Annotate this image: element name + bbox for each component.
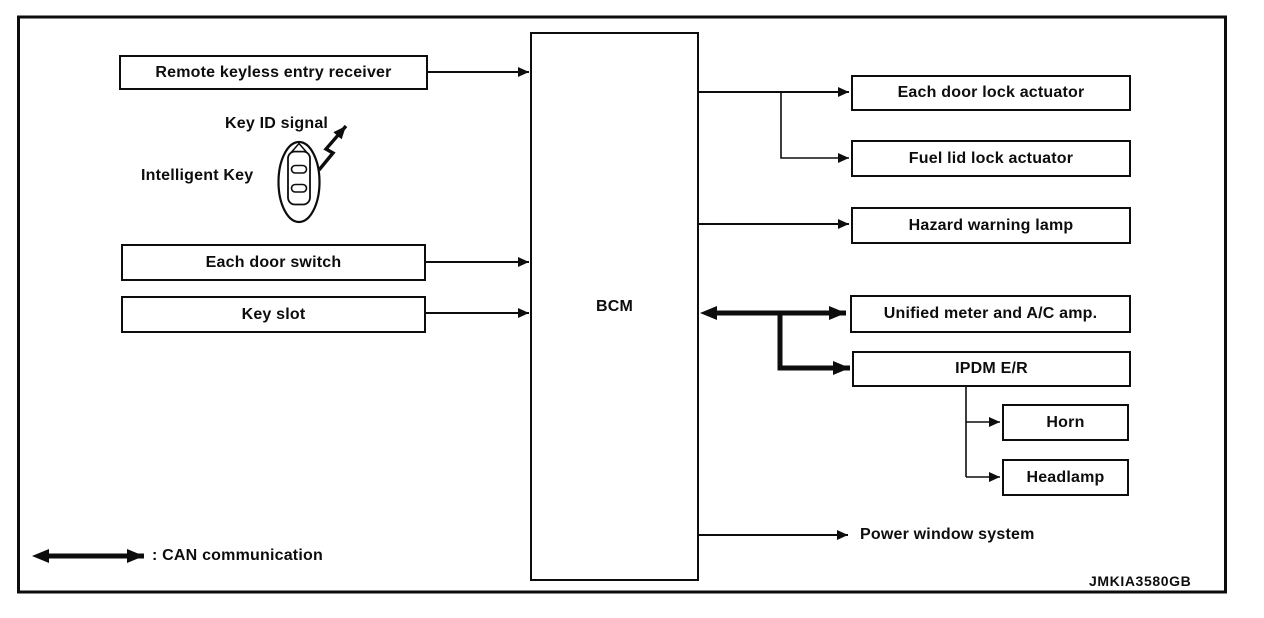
node-fuel-lid-lock-actuator: Fuel lid lock actuator: [851, 140, 1131, 177]
radio-signal-arrow-icon: [317, 124, 348, 172]
power-window-system-label: Power window system: [860, 526, 1035, 543]
output-connector-lines: [699, 87, 1000, 540]
input-connector-lines: [426, 67, 529, 318]
node-ipdm-er: IPDM E/R: [852, 351, 1131, 387]
can-legend-arrowhead-left: [32, 549, 49, 563]
diagram-outer-border: [17, 15, 1227, 594]
node-unified-meter-ac-amp: Unified meter and A/C amp.: [850, 295, 1131, 333]
node-each-door-lock-actuator: Each door lock actuator: [851, 75, 1131, 111]
can-legend-label: : CAN communication: [152, 547, 323, 564]
node-remote-keyless-entry-receiver: Remote keyless entry receiver: [119, 55, 428, 90]
can-line-branch-ipdm: [777, 311, 850, 375]
node-hazard-warning-lamp: Hazard warning lamp: [851, 207, 1131, 244]
can-communication-lines: [44, 306, 850, 563]
figure-code: JMKIA3580GB: [1089, 573, 1192, 589]
intelligent-key-label: Intelligent Key: [141, 167, 254, 184]
arrow-branch-to-fuellid: [780, 93, 849, 163]
key-id-signal-label: Key ID signal: [225, 115, 329, 132]
node-horn: Horn: [1002, 404, 1129, 441]
node-each-door-switch: Each door switch: [121, 244, 426, 281]
can-arrowhead-left: [700, 306, 717, 320]
node-headlamp: Headlamp: [1002, 459, 1129, 496]
intelligent-key-icon: [277, 140, 321, 224]
node-key-slot: Key slot: [121, 296, 426, 333]
node-bcm: BCM: [530, 32, 699, 581]
